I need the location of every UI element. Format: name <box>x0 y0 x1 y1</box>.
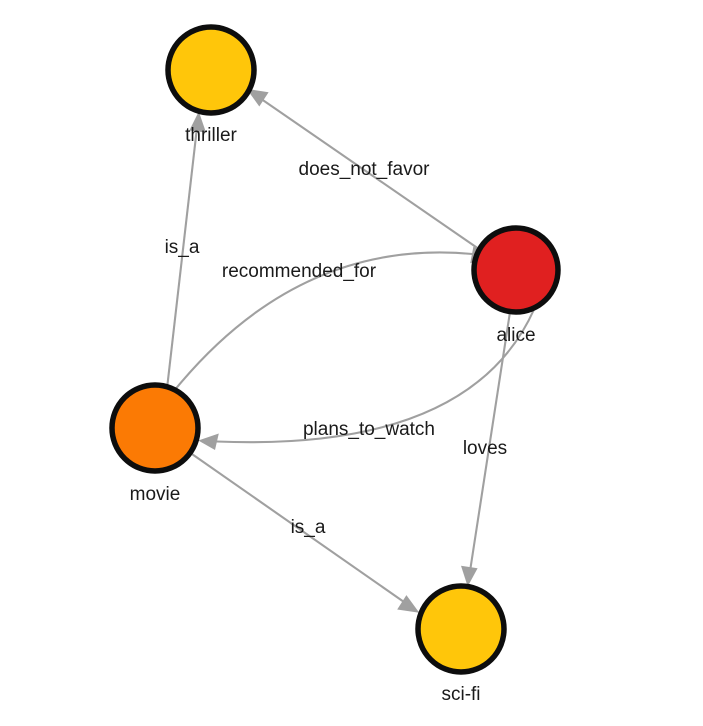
node-label-sci-fi: sci-fi <box>441 684 480 705</box>
arrow-head-icon <box>246 88 269 107</box>
edge-movie-is_a-thriller[interactable] <box>166 111 206 387</box>
edge-line <box>469 311 512 569</box>
edge-label-plans_to_watch: plans_to_watch <box>303 419 435 440</box>
node-alice-circle[interactable] <box>471 225 561 315</box>
node-movie-circle[interactable] <box>109 382 201 474</box>
edge-line <box>166 129 198 387</box>
arrow-head-icon <box>397 595 420 613</box>
node-sci-fi-circle[interactable] <box>415 583 507 675</box>
node-label-movie: movie <box>130 484 181 505</box>
node-thriller-circle[interactable] <box>165 24 257 116</box>
edge-labels-layer: does_not_favor is_a recommended_for plan… <box>165 159 508 538</box>
edge-label-is_a-thriller: is_a <box>165 237 200 258</box>
edge-movie-is_a-sci-fi[interactable] <box>189 452 420 613</box>
arrow-head-icon <box>189 111 206 133</box>
edge-alice-loves-sci-fi[interactable] <box>461 311 512 587</box>
edge-alice-does_not_favor-thriller[interactable] <box>246 88 481 251</box>
edge-line <box>189 452 405 603</box>
node-movie[interactable] <box>109 382 201 474</box>
node-labels-layer: thriller alice movie sci-fi <box>130 125 536 705</box>
edge-label-is_a-sci-fi: is_a <box>291 517 326 538</box>
arrow-head-icon <box>461 565 478 587</box>
node-alice[interactable] <box>471 225 561 315</box>
node-label-alice: alice <box>496 325 535 346</box>
edge-line <box>175 251 473 390</box>
edge-alice-plans_to_watch-movie[interactable] <box>198 309 535 451</box>
edge-line <box>216 309 535 444</box>
edge-label-loves: loves <box>463 438 507 459</box>
edge-label-does_not_favor: does_not_favor <box>299 159 431 180</box>
node-thriller[interactable] <box>165 24 257 116</box>
arrow-head-icon <box>198 433 219 450</box>
node-sci-fi[interactable] <box>415 583 507 675</box>
node-label-thriller: thriller <box>185 125 237 146</box>
edge-line <box>261 98 481 251</box>
edge-label-recommended_for: recommended_for <box>222 261 377 282</box>
nodes-layer <box>109 24 561 675</box>
